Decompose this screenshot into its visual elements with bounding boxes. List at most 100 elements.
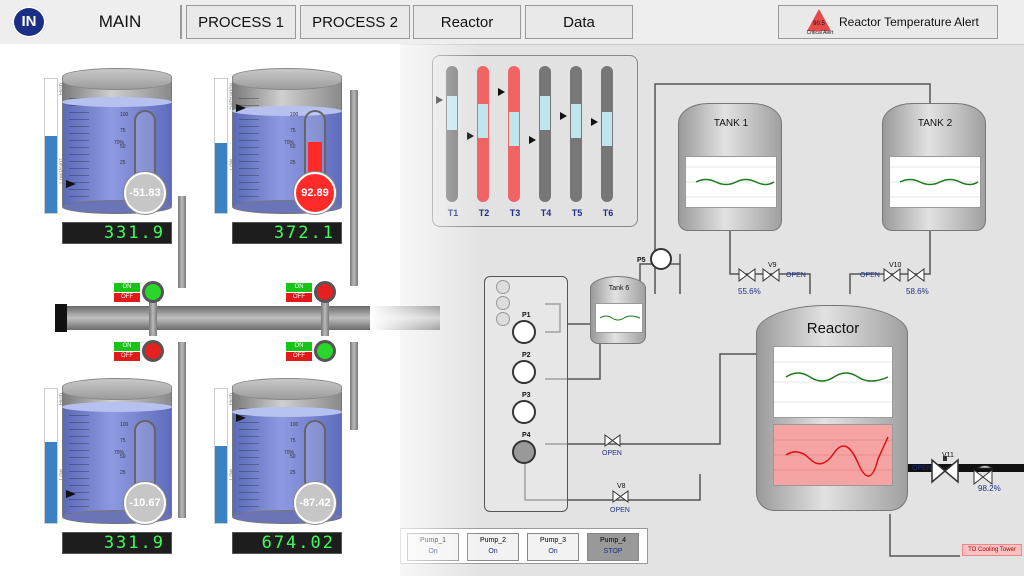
- tab-reactor[interactable]: Reactor: [413, 5, 521, 39]
- valve-2-bottom-on[interactable]: ON: [286, 342, 312, 351]
- pump-p5-icon[interactable]: [650, 248, 672, 270]
- level-scale-fill: [215, 142, 227, 213]
- valve-1-top[interactable]: [142, 281, 164, 303]
- thermo-label: T3: [509, 208, 521, 218]
- thermo-pointer-icon: [498, 88, 505, 96]
- thermo-column-gauge: [540, 96, 550, 130]
- level-arrow-icon: [236, 414, 246, 422]
- thermo-scale-label: 25: [120, 470, 126, 476]
- pump-icon[interactable]: [512, 360, 536, 384]
- tank-lid: [62, 378, 172, 400]
- alert-value: 90.5: [813, 21, 825, 27]
- valve-2-top-off[interactable]: OFF: [286, 293, 312, 302]
- valve-v11-status: OPEN: [912, 465, 932, 472]
- level-scale-fill: [215, 446, 227, 523]
- valve-2-top[interactable]: [314, 281, 336, 303]
- thermo-label: T2: [478, 208, 490, 218]
- pump-p5-label: P5: [637, 257, 646, 264]
- liquid-surface: [232, 106, 342, 116]
- level-scale: HighLow: [214, 388, 235, 524]
- thermo-column: [539, 66, 551, 202]
- indicator-lamp-2: [496, 280, 510, 294]
- thermo-pointer-icon: [591, 118, 598, 126]
- tank-6: Tank 6: [590, 276, 646, 344]
- digital-readout: 674.02: [232, 532, 342, 554]
- valve-v9-icon[interactable]: [737, 267, 785, 285]
- thermo-scale-label: 50: [120, 144, 126, 150]
- pipe-connect-1: [178, 196, 186, 288]
- valve-1-bottom-on[interactable]: ON: [114, 342, 140, 351]
- valve-1-top-off[interactable]: OFF: [114, 293, 140, 302]
- valve-stem-2: [321, 300, 329, 336]
- tab-data[interactable]: Data: [525, 5, 633, 39]
- valve-2-top-on[interactable]: ON: [286, 283, 312, 292]
- pump-label: P1: [522, 312, 531, 319]
- liquid-surface: [62, 401, 172, 412]
- pump-icon[interactable]: [512, 400, 536, 424]
- valve-2-bottom-off[interactable]: OFF: [286, 352, 312, 361]
- thermo-pointer-icon: [529, 136, 536, 144]
- pump-icon[interactable]: [512, 440, 536, 464]
- tank-grid: HighLowPoint10075502570%-51.83331.9SetRa…: [0, 44, 400, 576]
- pump-status-name: Pump_4: [599, 537, 627, 544]
- indicator-lamp: [496, 312, 510, 326]
- level-scale: SetRangeLow: [214, 78, 235, 214]
- valve-v11-percent: 98.2%: [978, 484, 1001, 493]
- tank-ticks: [69, 98, 89, 206]
- temperature-bulb: -51.83: [124, 172, 166, 214]
- tank-lid: [62, 68, 172, 90]
- thermo-label: T4: [540, 208, 552, 218]
- pump-icon[interactable]: [512, 320, 536, 344]
- indicator-lamp-3: [496, 296, 510, 310]
- tab-process-1[interactable]: PROCESS 1: [186, 5, 296, 39]
- thermo-scale-label: 100: [120, 112, 129, 118]
- alert-label: Reactor Temperature Alert: [839, 15, 979, 29]
- valve-v8-status: OPEN: [610, 507, 630, 514]
- level-arrow-icon: [236, 104, 246, 112]
- tank-ticks: [239, 98, 259, 206]
- level-scale-fill: [45, 136, 57, 213]
- valve-v10-status: OPEN: [860, 272, 880, 279]
- valve-v11-icon[interactable]: [930, 456, 994, 486]
- valve-1-top-on[interactable]: ON: [114, 283, 140, 292]
- valve-v8-icon[interactable]: [612, 490, 630, 504]
- thermo-scale-label: 75: [290, 128, 296, 134]
- temperature-bulb: 92.89: [294, 172, 336, 214]
- thermo-scale-label: 100: [290, 422, 299, 428]
- tank-6-label: Tank 6: [608, 285, 630, 292]
- tank-lid: [232, 68, 342, 90]
- pump-status-name: Pump_2: [479, 537, 507, 544]
- reactor-vessel: Reactor: [756, 305, 908, 511]
- digital-readout: 331.9: [62, 532, 172, 554]
- thermo-scale-label: 75: [120, 128, 126, 134]
- alert-caption: Critical Alert: [806, 30, 834, 36]
- tank-ticks: [239, 408, 259, 516]
- cooling-tower-label: TO Cooling Tower: [962, 544, 1022, 556]
- valve-1-bottom-off[interactable]: OFF: [114, 352, 140, 361]
- valve-stem-1: [149, 300, 157, 336]
- tab-process-2[interactable]: PROCESS 2: [300, 5, 410, 39]
- thermo-percent: 70%: [114, 450, 125, 456]
- thermo-scale-label: 50: [290, 144, 296, 150]
- reactor-label: Reactor: [806, 320, 860, 337]
- valve-p4-outlet-icon[interactable]: [604, 434, 622, 448]
- valve-v10-icon[interactable]: [882, 267, 930, 285]
- reactor-temperature-alert-button[interactable]: 90.5 Critical Alert Reactor Temperature …: [778, 5, 998, 39]
- thermo-percent: 70%: [284, 450, 295, 456]
- top-bar: IN MAIN PROCESS 1 PROCESS 2 Reactor Data…: [0, 0, 1024, 45]
- valve-1-bottom[interactable]: [142, 340, 164, 362]
- valve-2-bottom[interactable]: [314, 340, 336, 362]
- liquid-surface: [232, 407, 342, 418]
- tab-main[interactable]: MAIN: [60, 5, 182, 39]
- thermo-column: [477, 66, 489, 202]
- temperature-bulb: -10.67: [124, 482, 166, 524]
- thermo-percent: 70%: [284, 140, 295, 146]
- valve-p4-outlet-status: OPEN: [602, 450, 622, 457]
- valve-v9-status: OPEN: [786, 272, 806, 279]
- tank-1: TANK 1: [678, 103, 782, 231]
